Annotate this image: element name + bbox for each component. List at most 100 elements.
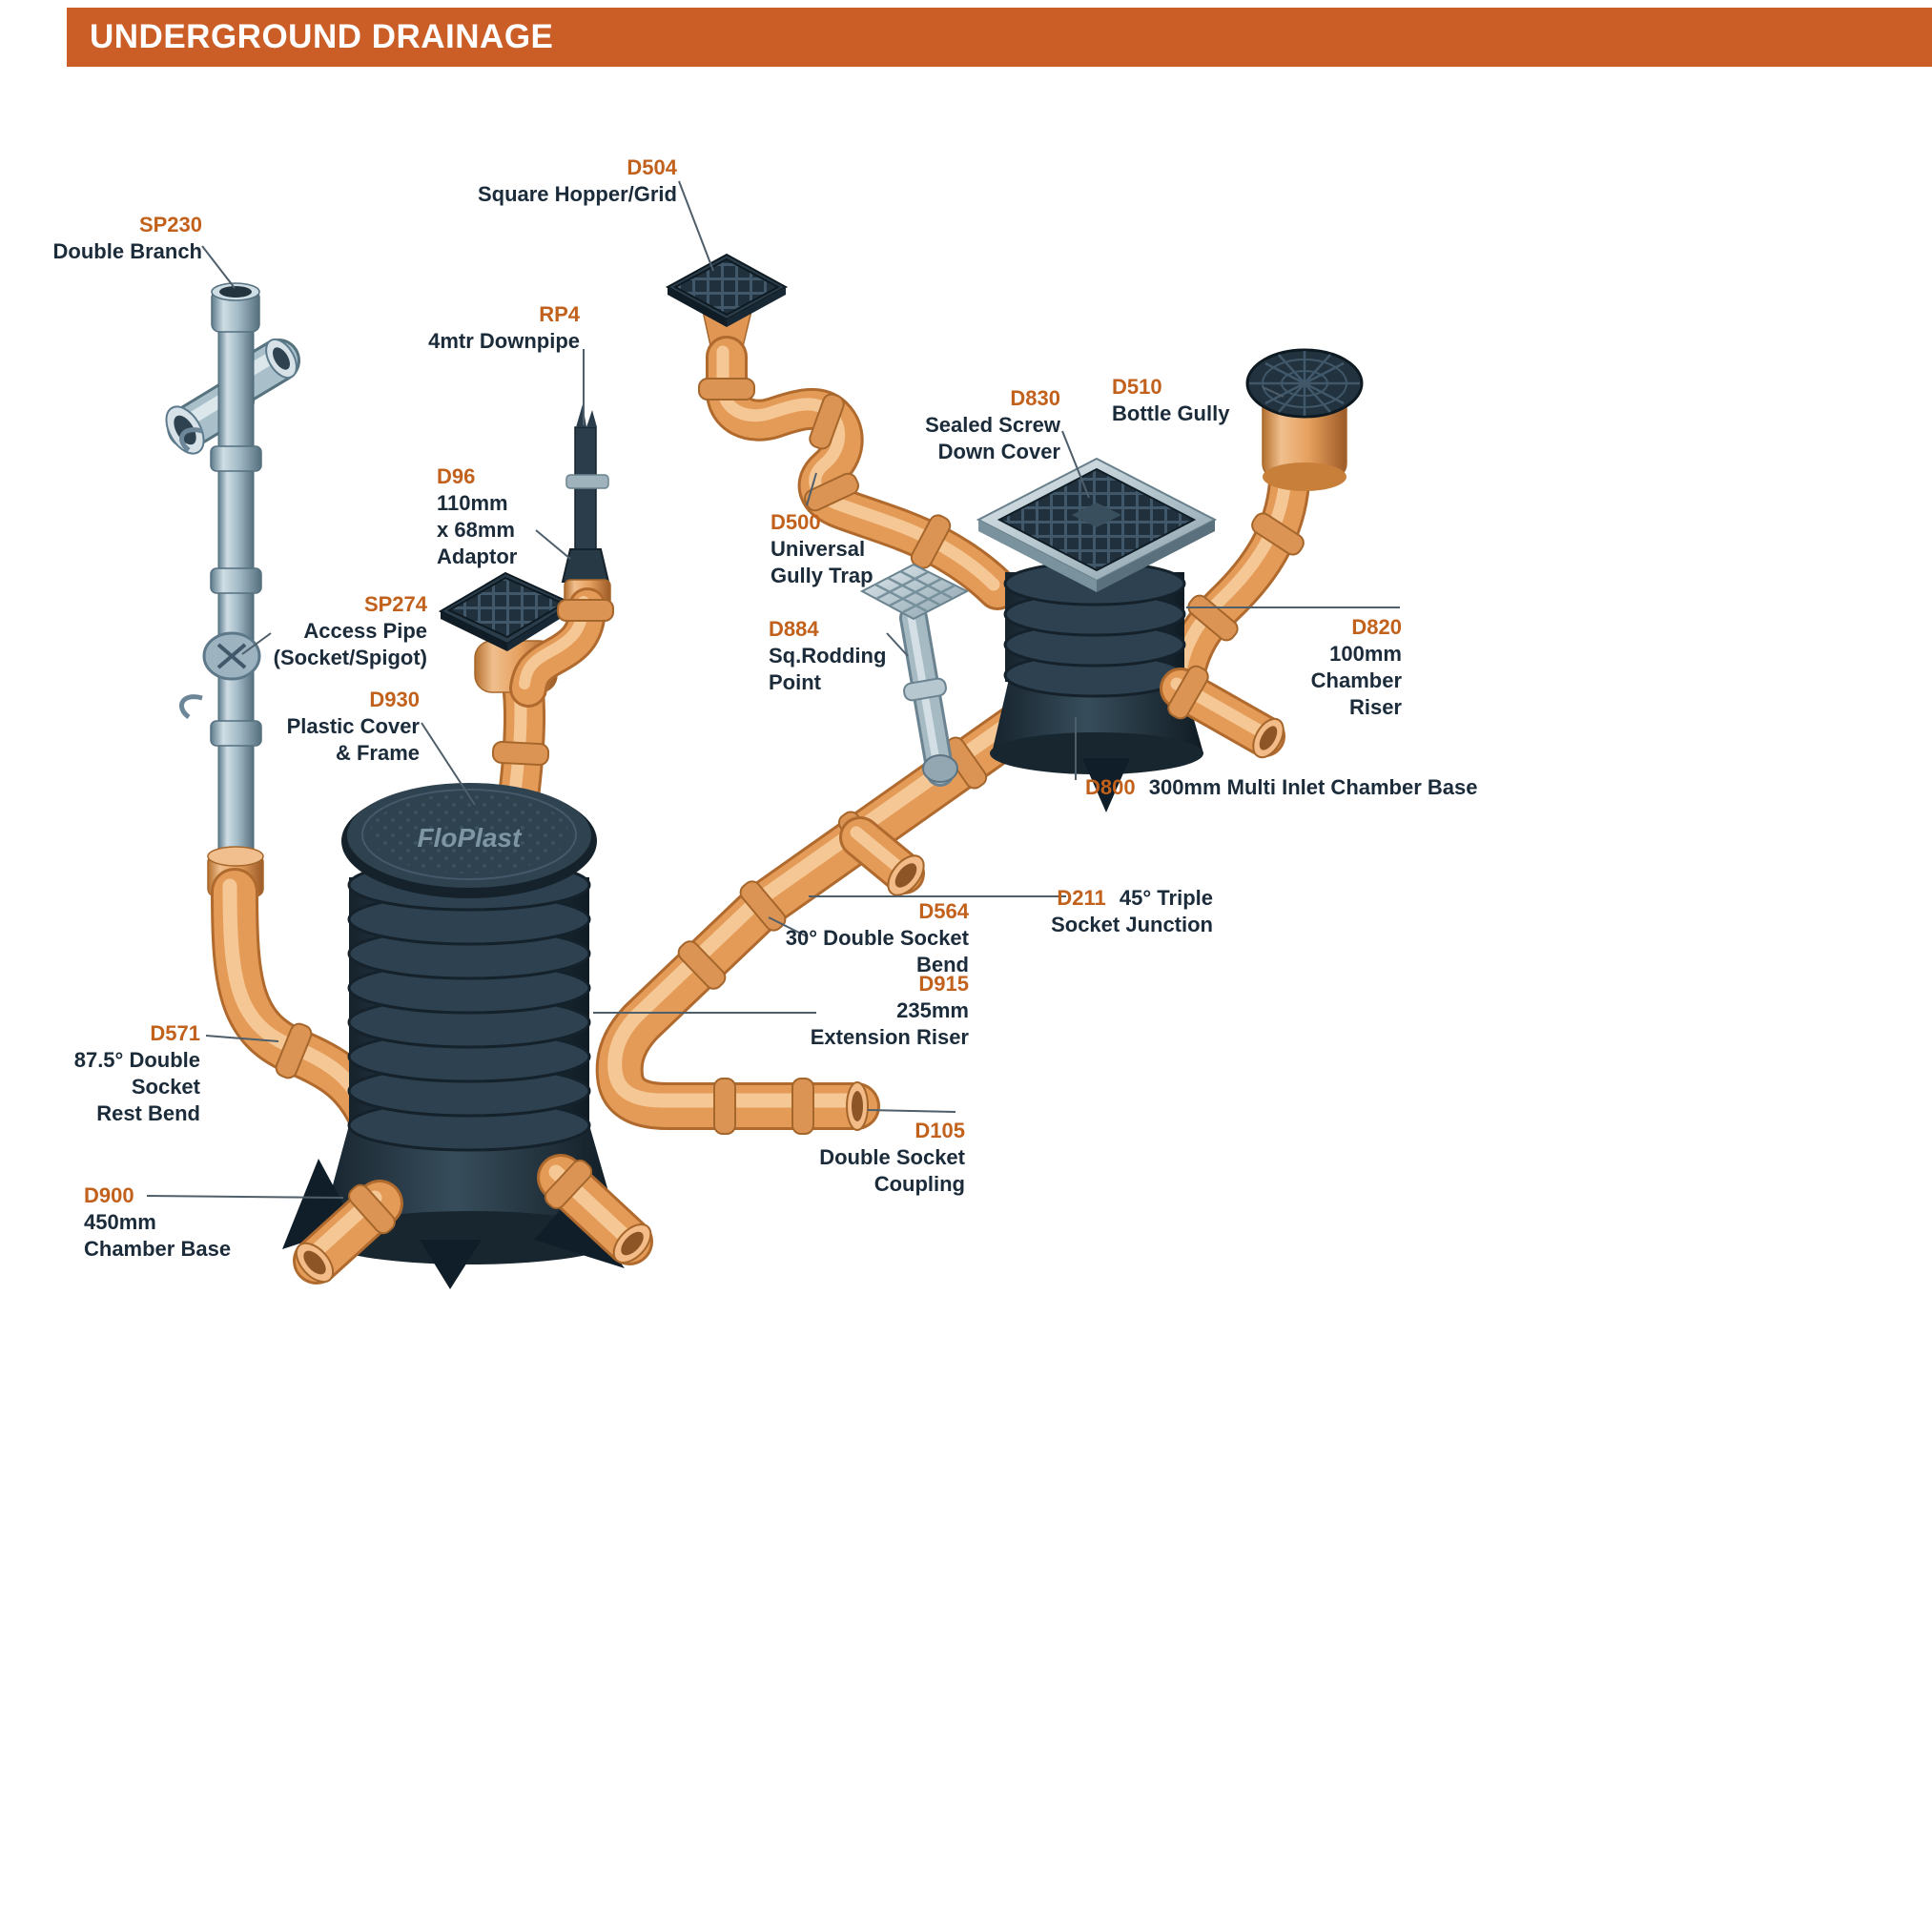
branch-open-socket	[887, 854, 925, 896]
part-label-d564: D564 30° Double Socket Bend	[753, 898, 969, 978]
part-code: D571	[150, 1021, 200, 1045]
part-code: D915	[918, 972, 969, 996]
part-label-d930: D930 Plastic Cover & Frame	[267, 687, 420, 767]
part-code: D500	[771, 510, 821, 534]
chamber-left-stub	[312, 1182, 399, 1261]
part-code: D105	[915, 1119, 965, 1142]
part-desc: 450mm Chamber Base	[84, 1210, 232, 1262]
part-label-d915: D915 235mm Extension Riser	[778, 971, 969, 1051]
part-code: D96	[437, 464, 476, 488]
part-label-d510: D510 Bottle Gully	[1112, 374, 1274, 427]
rodding-plate	[859, 563, 970, 621]
part-code: D504	[627, 155, 677, 179]
part-desc: Sealed Screw Down Cover	[925, 413, 1060, 464]
bottle-gully	[1181, 348, 1364, 675]
part-desc: Access Pipe (Socket/Spigot)	[273, 619, 427, 670]
part-label-d500: D500 Universal Gully Trap	[771, 509, 923, 589]
part-desc: Double Branch	[52, 239, 202, 264]
screw-down-cover	[976, 457, 1218, 592]
part-desc: 4mtr Downpipe	[428, 329, 580, 354]
chamber-right-stub	[542, 1157, 629, 1242]
main-chamber: FloPlast	[282, 783, 658, 1289]
part-desc: Sq.Rodding Point	[769, 644, 887, 695]
part-code: D900	[84, 1183, 134, 1207]
offset-bend-pipe	[524, 600, 614, 689]
rodding-socket	[922, 754, 958, 783]
top-socket-bore	[219, 286, 252, 298]
part-code: D800	[1085, 775, 1136, 799]
part-desc: 45° Triple Socket Junction	[1051, 886, 1213, 937]
pipe-collar	[210, 720, 262, 747]
downpipe-cut	[586, 410, 597, 427]
plastic-cover: FloPlast	[341, 783, 597, 898]
hopper-and-trap-run	[665, 253, 997, 589]
chamber-right-inlet-stub	[1165, 665, 1264, 736]
pipe-lug	[179, 427, 203, 453]
part-code: D830	[1010, 386, 1060, 410]
part-desc: Universal Gully Trap	[771, 537, 874, 588]
part-desc: 300mm Multi Inlet Chamber Base	[1148, 775, 1478, 799]
access-pipe-cap	[202, 631, 261, 681]
part-code: D510	[1112, 375, 1162, 399]
part-code: D930	[369, 688, 420, 711]
part-label-d211: D211 45° Triple Socket Junction	[1041, 885, 1213, 938]
pipe-lug	[179, 694, 203, 720]
part-label-d830: D830 Sealed Screw Down Cover	[906, 385, 1060, 465]
left-stub-open-end	[295, 1242, 335, 1284]
back-inlet-grate	[438, 571, 575, 651]
part-code: RP4	[539, 302, 580, 326]
right-stub-open-end	[612, 1223, 652, 1264]
part-desc: 100mm Chamber Riser	[1310, 642, 1402, 720]
gully-outlet-pipe	[491, 688, 550, 812]
round-grate	[1245, 348, 1364, 419]
pipe-collar	[210, 445, 262, 472]
part-label-d571: D571 87.5° Double Socket Rest Bend	[0, 1020, 200, 1128]
orange-socket-rim	[207, 846, 264, 867]
part-label-d820: D820 100mm Chamber Riser	[1257, 614, 1402, 722]
part-label-sp230: SP230 Double Branch	[38, 212, 202, 265]
part-label-d884: D884 Sq.Rodding Point	[769, 616, 893, 696]
part-label-rp4: RP4 4mtr Downpipe	[420, 301, 580, 355]
downpipe-bracket	[565, 474, 609, 489]
rodding-pipe	[903, 614, 947, 772]
base-fin	[1082, 758, 1130, 812]
part-code: D564	[918, 899, 969, 923]
coupling-pipe-open-end	[846, 1081, 869, 1131]
part-label-d504: D504 Square Hopper/Grid	[448, 154, 677, 208]
rest-bend-pipe	[230, 886, 381, 1149]
page-header-bar: UNDERGROUND DRAINAGE	[67, 8, 1932, 67]
rodding-point	[859, 563, 970, 783]
multi-inlet-chamber	[976, 457, 1289, 812]
cover-brand-logo: FloPlast	[418, 823, 524, 853]
chamber-base	[992, 679, 1203, 753]
part-code: SP274	[363, 592, 427, 616]
chamber-base-bottom	[990, 732, 1203, 774]
part-code: SP230	[138, 213, 202, 236]
right-stub-open-end	[1252, 717, 1285, 759]
part-desc: Square Hopper/Grid	[477, 182, 677, 207]
part-desc: Plastic Cover & Frame	[286, 714, 420, 766]
downpipe-assembly	[438, 404, 614, 812]
page-title: UNDERGROUND DRAINAGE	[90, 18, 554, 55]
part-desc: 87.5° Double Socket Rest Bend	[73, 1048, 200, 1126]
leader-lines	[146, 180, 1400, 1199]
part-desc: 235mm Extension Riser	[810, 998, 969, 1050]
part-label-d900: D900 450mm Chamber Base	[84, 1182, 246, 1263]
part-label-d800: D800 300mm Multi Inlet Chamber Base	[1085, 774, 1676, 801]
part-desc: 30° Double Socket Bend	[785, 926, 969, 977]
part-code: D884	[769, 617, 819, 641]
part-label-sp274: SP274 Access Pipe (Socket/Spigot)	[257, 591, 427, 671]
hopper-grate	[665, 253, 789, 327]
downpipe-cut	[576, 404, 586, 427]
part-desc: 110mm x 68mm Adaptor	[437, 491, 518, 569]
part-code: D211	[1057, 886, 1106, 910]
part-desc: Bottle Gully	[1112, 401, 1230, 426]
part-label-d105: D105 Double Socket Coupling	[786, 1118, 965, 1198]
pipe-collar	[210, 567, 262, 594]
base-fin	[420, 1240, 482, 1289]
bottle-gully-base	[1263, 462, 1346, 491]
part-code: D820	[1351, 615, 1402, 639]
soil-pipe-assembly	[165, 282, 302, 897]
gully-trap-run-pipe	[698, 352, 997, 589]
